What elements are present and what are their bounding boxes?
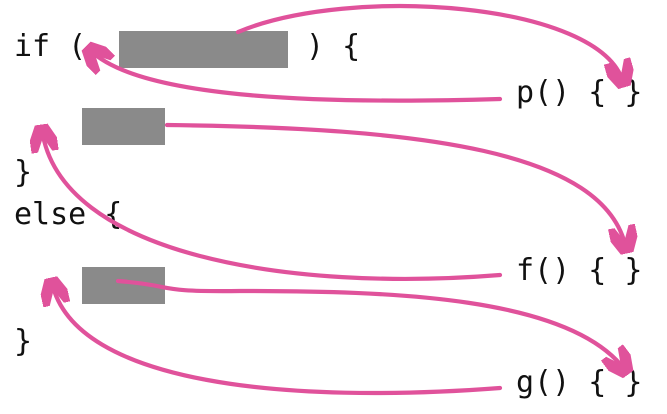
code-close-brace-1: } bbox=[14, 155, 33, 190]
code-if-close: ) { bbox=[306, 29, 361, 64]
arrow-f-return-to-then-body bbox=[42, 130, 503, 281]
code-close-brace-2: } bbox=[14, 324, 33, 359]
condition-slot bbox=[119, 31, 288, 68]
arrow-g-return-to-else-body bbox=[52, 283, 503, 396]
arrow-condition-to-p bbox=[235, 3, 623, 82]
function-g-label: g() { } bbox=[516, 365, 643, 400]
then-body-slot bbox=[82, 108, 165, 145]
arrow-p-return-to-condition bbox=[90, 50, 503, 103]
code-else-open: else { bbox=[14, 197, 123, 232]
arrow-else-body-to-g bbox=[115, 278, 625, 370]
function-f-label: f() { } bbox=[516, 253, 643, 288]
arrow-then-body-to-f bbox=[164, 122, 626, 248]
